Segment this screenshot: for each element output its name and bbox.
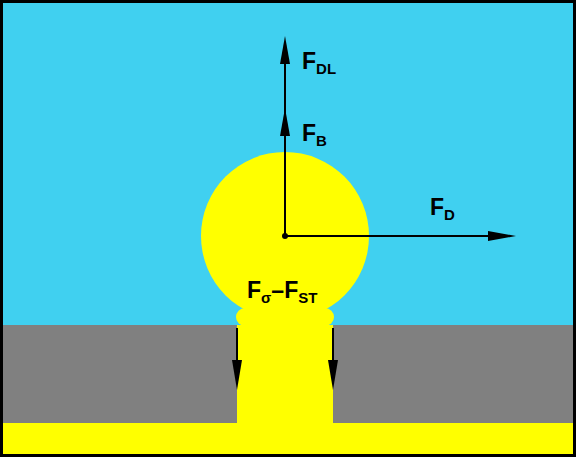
arrow-head	[280, 36, 290, 64]
center-dot	[282, 233, 288, 239]
force-label: Fσ–FST	[247, 279, 317, 305]
gas-chamber	[0, 423, 576, 457]
force-subscript: B	[316, 133, 327, 148]
force-subscript: DL	[316, 61, 336, 76]
force-line	[284, 42, 286, 236]
force-symbol: F	[302, 122, 316, 145]
force-subscript: D	[444, 207, 455, 222]
force-symbol: F	[302, 50, 316, 73]
orifice-channel	[237, 325, 333, 425]
arrow-head	[328, 360, 338, 390]
force-subscript: ST	[298, 290, 317, 305]
force-label: FB	[302, 122, 327, 148]
force-label: FD	[430, 196, 455, 222]
force-symbol: –	[271, 279, 284, 302]
force-symbol: F	[430, 196, 444, 219]
force-line	[285, 235, 508, 237]
force-symbol: F	[284, 279, 298, 302]
force-subscript: σ	[261, 290, 271, 305]
arrow-head	[280, 108, 290, 136]
arrow-head	[488, 231, 516, 241]
force-symbol: F	[247, 279, 261, 302]
force-label: FDL	[302, 50, 336, 76]
arrow-head	[232, 360, 242, 390]
